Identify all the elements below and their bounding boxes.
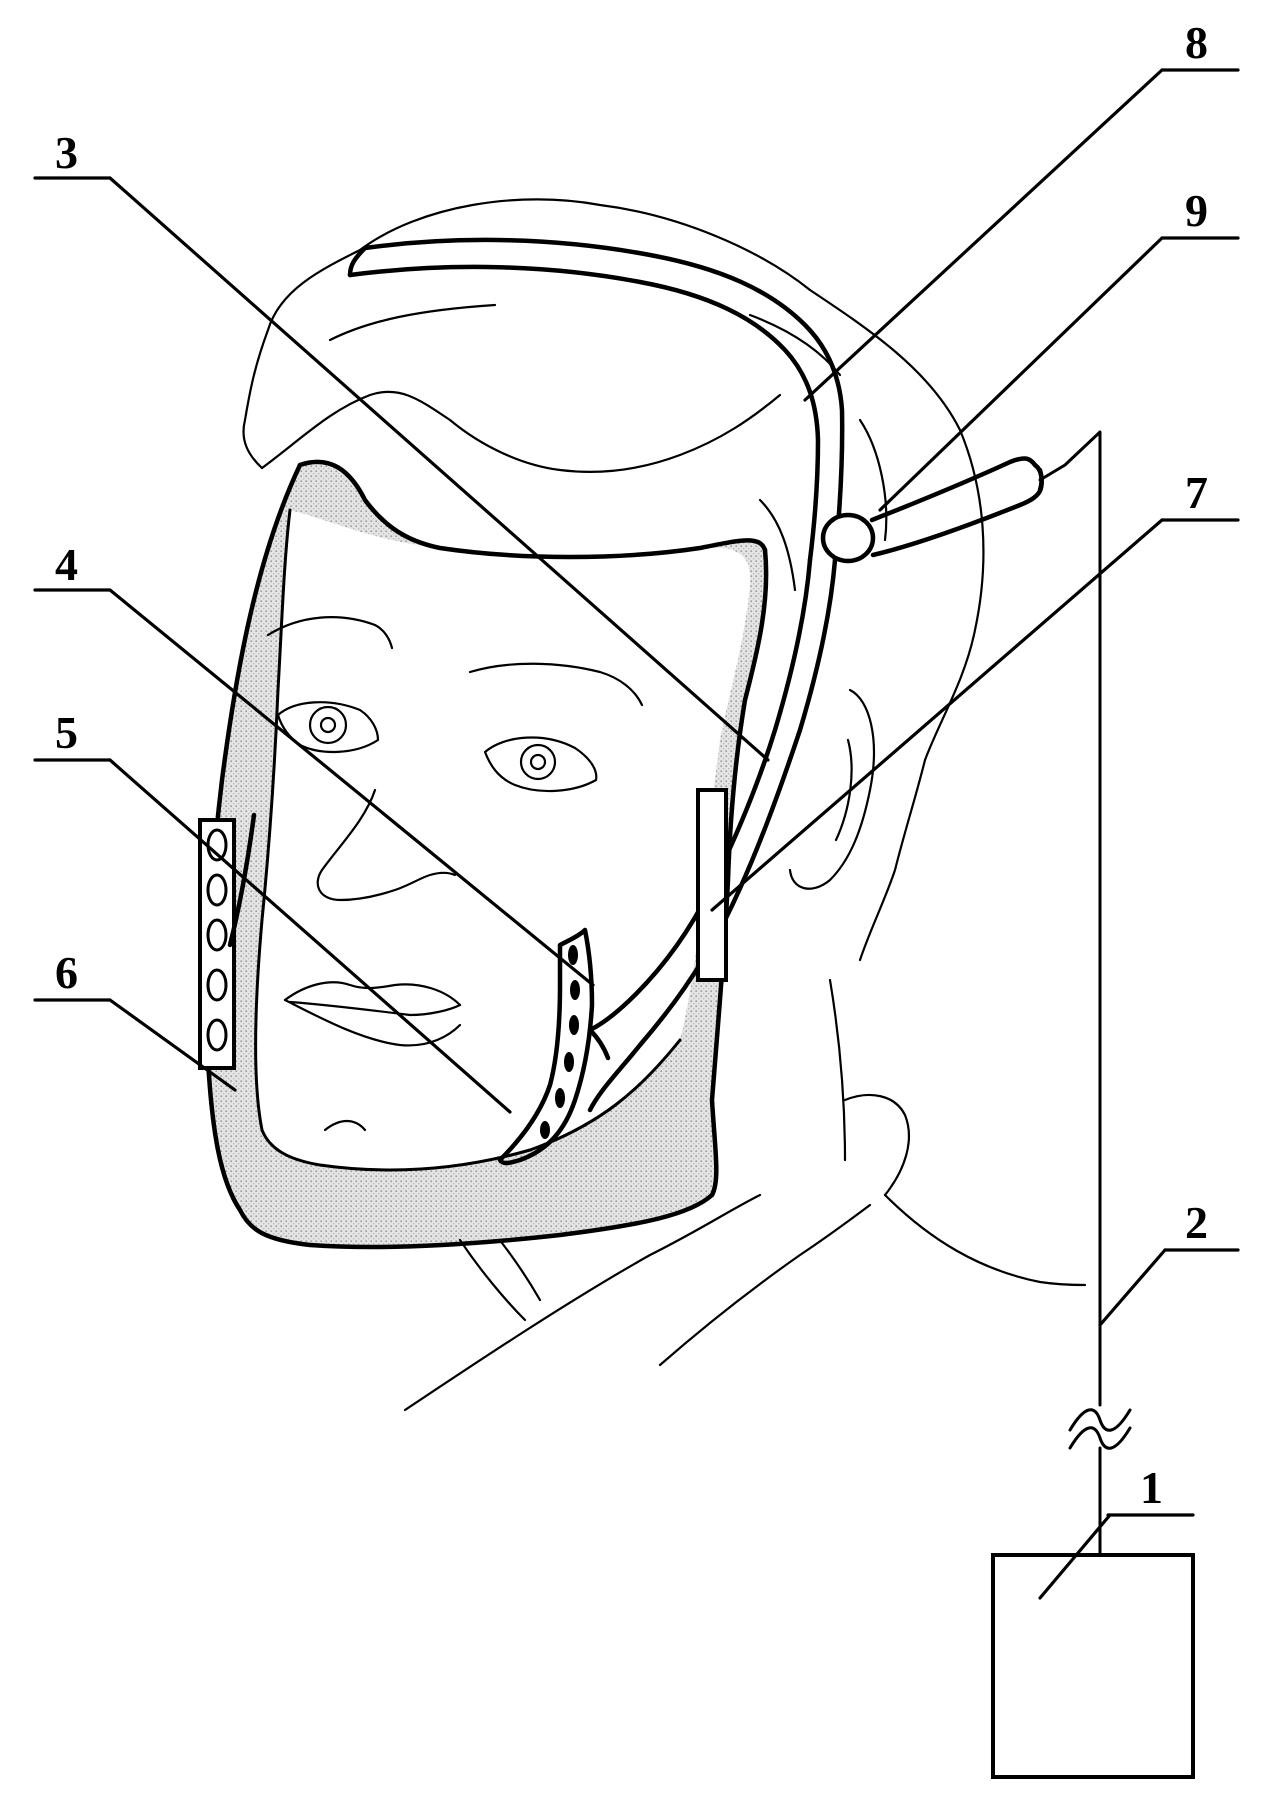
hair-fringe	[260, 390, 782, 473]
label-8: 8	[1185, 17, 1208, 68]
nose	[316, 788, 457, 902]
sensor-strip-connector	[227, 812, 257, 948]
hose-outer	[587, 557, 838, 1113]
label-2: 2	[1185, 1197, 1208, 1248]
cable-break-symbol	[1068, 1408, 1132, 1450]
label-1: 1	[1140, 1462, 1163, 1513]
headband-inner	[347, 264, 821, 563]
upper-lip	[283, 981, 462, 1007]
leader-7	[710, 518, 1240, 912]
connector-hose-end	[1032, 462, 1044, 493]
neck-back	[828, 978, 847, 1162]
mouth-line	[288, 1000, 462, 1017]
label-5: 5	[55, 707, 78, 758]
leader-5	[33, 758, 512, 1114]
left-eyebrow	[266, 616, 394, 650]
leader-6	[33, 998, 237, 1092]
nozzle-hole	[570, 980, 580, 1000]
side-clip	[696, 788, 728, 982]
sensor-element	[206, 968, 228, 1002]
collar-right	[658, 1203, 872, 1367]
leader-3	[33, 176, 770, 762]
collar-fold	[843, 1093, 910, 1197]
leader-8	[803, 68, 1240, 402]
nozzle-hole	[568, 945, 578, 965]
label-6: 6	[55, 947, 78, 998]
nozzle-body	[497, 927, 595, 1166]
head-back-outline	[858, 758, 927, 962]
connector-hose-upper	[869, 456, 1038, 523]
face-shield	[204, 459, 769, 1250]
hair-strand-4	[858, 418, 888, 542]
connector-knob	[820, 512, 876, 564]
label-4: 4	[55, 539, 78, 590]
sensor-element	[206, 918, 228, 952]
label-9: 9	[1185, 185, 1208, 236]
reference-numerals: 8 3 9 7 4 5 6 2 1	[55, 17, 1208, 1513]
nozzle-stem	[587, 1027, 611, 1061]
cable	[1038, 430, 1132, 1557]
chin-dimple	[323, 1119, 367, 1132]
nozzle-hole	[564, 1052, 574, 1072]
shield-outer-edge	[204, 462, 715, 1250]
leader-4	[33, 588, 595, 987]
sensor-element	[206, 873, 228, 907]
right-eyebrow	[468, 662, 644, 707]
hair-strand-1	[328, 303, 497, 342]
label-3: 3	[55, 127, 78, 178]
label-7: 7	[1185, 467, 1208, 518]
nozzle-hole	[569, 1015, 579, 1035]
shield-inner-window-edge	[254, 508, 682, 1172]
hair-strand-3	[758, 498, 797, 592]
mouth-nozzle	[497, 927, 611, 1166]
hair-left-outline	[242, 248, 362, 470]
leader-2	[1098, 1248, 1240, 1327]
collar-left	[403, 1193, 762, 1412]
neck-under-shield	[458, 1238, 527, 1322]
leader-1	[1038, 1513, 1195, 1600]
sensor-element	[206, 1018, 228, 1052]
left-pupil-center	[319, 716, 337, 734]
leader-lines	[33, 68, 1240, 1600]
left-pupil	[308, 705, 348, 745]
nozzle-hole	[540, 1121, 550, 1139]
lower-lip	[283, 998, 462, 1047]
connector	[820, 456, 1045, 564]
right-eye	[483, 736, 598, 793]
ear-outline	[788, 688, 876, 890]
headband-outer	[362, 237, 845, 563]
cable-line-upper	[1038, 430, 1102, 1407]
shield-top-edge	[297, 459, 768, 560]
shoulder-line	[883, 1193, 1087, 1287]
nozzle-holes	[540, 945, 580, 1139]
right-pupil	[519, 743, 557, 781]
headband	[347, 237, 845, 563]
right-pupil-center	[529, 753, 547, 771]
shield-right-edge	[709, 547, 769, 1198]
nozzle-hole	[555, 1088, 565, 1108]
hair-top-outline	[358, 198, 985, 762]
control-unit-box	[991, 1553, 1195, 1779]
leader-9	[878, 236, 1240, 512]
headband-left-end	[347, 245, 368, 278]
